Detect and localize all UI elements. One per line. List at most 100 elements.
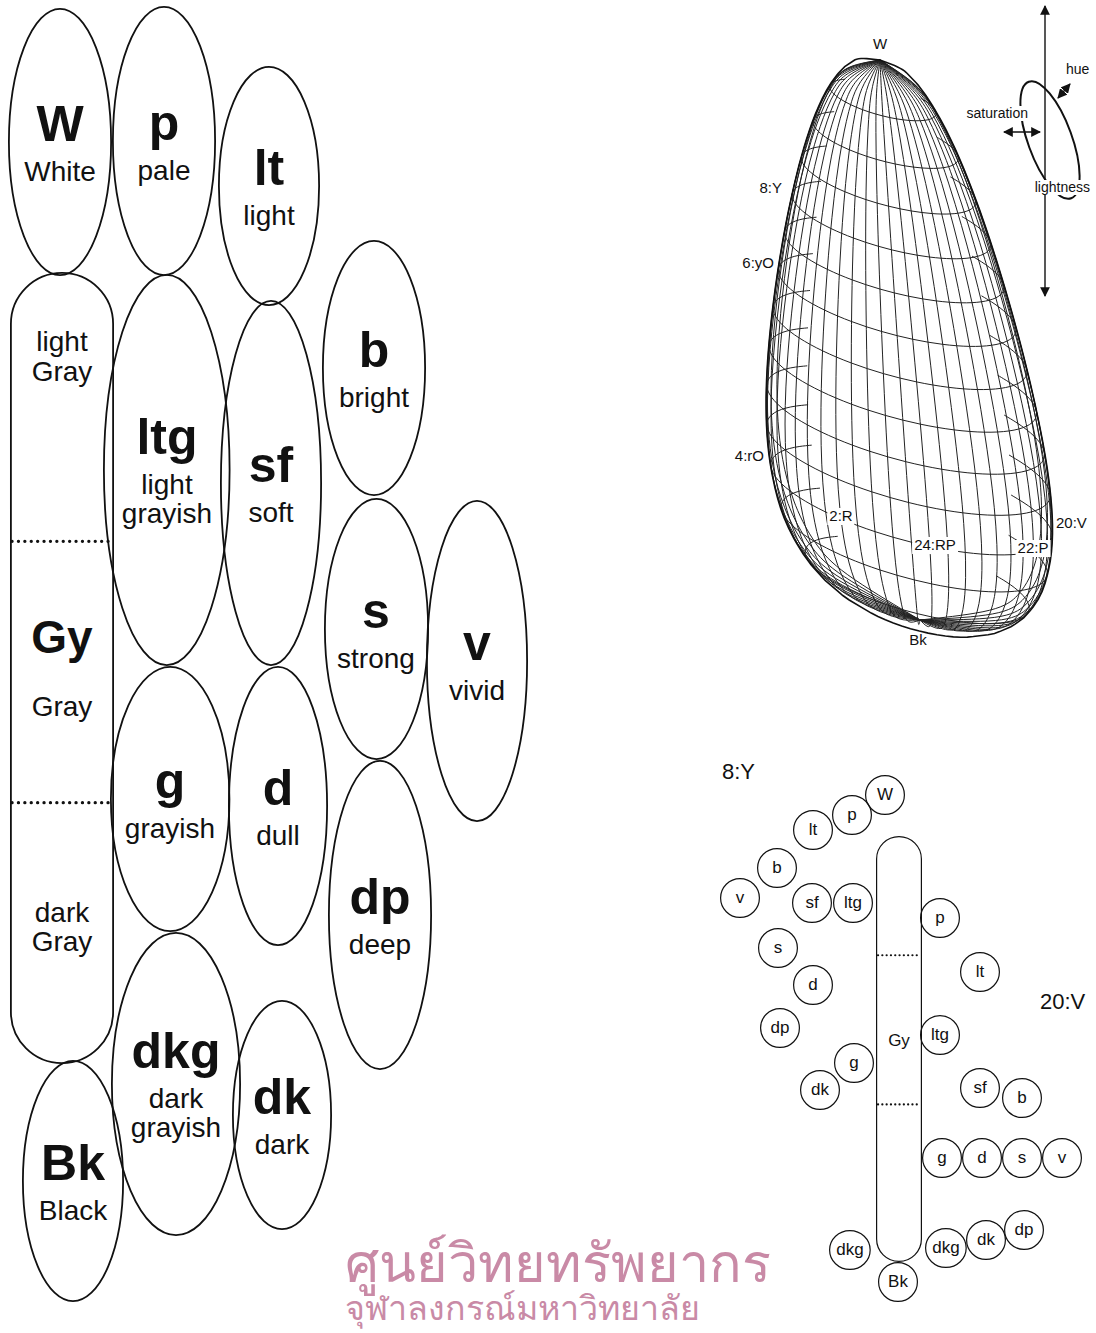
tone-ellipse: Bk: [878, 1262, 918, 1302]
tone-name: Gray: [32, 692, 93, 721]
tone-ellipse: s: [1002, 1138, 1042, 1178]
tone-name: light grayish: [106, 470, 228, 529]
tone-name: d: [977, 1149, 986, 1167]
tone-ellipse: ltglight grayish: [103, 274, 231, 666]
tone-abbreviation: p: [149, 97, 180, 150]
tone-name: dkg: [836, 1241, 863, 1259]
tone-name: s: [1018, 1149, 1027, 1167]
tone-name: grayish: [125, 814, 215, 843]
watermark: จุฬาลงกรณ์มหาวิทยาลัย: [345, 1290, 700, 1327]
tone-name: light: [243, 201, 294, 230]
tone-ellipse: s strong: [324, 498, 429, 760]
tone-ellipse: s: [758, 928, 798, 968]
tone-name: dp: [1015, 1221, 1034, 1239]
hue-label: 6:yO: [742, 255, 774, 272]
tone-name: dark Gray: [32, 898, 93, 957]
axis-label: hue: [1066, 62, 1089, 77]
tone-name: W: [877, 786, 893, 804]
tone-ellipse: dkg dark grayish: [111, 932, 241, 1236]
tone-ellipse: d: [793, 965, 833, 1005]
axis-label: Bk: [909, 632, 927, 649]
tone-ellipse: b: [757, 848, 797, 888]
tone-ellipse: ltg: [920, 1015, 960, 1055]
tone-ellipse: sfsoft: [220, 300, 322, 666]
tone-name: dark grayish: [114, 1084, 238, 1143]
tone-name: ltg: [844, 894, 862, 912]
tone-ellipse: dk: [966, 1220, 1006, 1260]
tone-name: dk: [811, 1081, 829, 1099]
hue-label: 20:V: [1040, 990, 1085, 1014]
tone-name: strong: [337, 644, 415, 673]
hue-label: 2:R: [827, 508, 854, 525]
tone-abbreviation: dk: [253, 1071, 311, 1124]
tone-name: light Gray: [32, 327, 93, 386]
watermark: ศูนย์วิทยทรัพยากร: [345, 1234, 771, 1293]
tone-name: Gy: [888, 1032, 910, 1050]
tone-ellipse: dkg: [925, 1228, 967, 1268]
tone-name: p: [935, 909, 944, 927]
tone-name: sf: [973, 1079, 986, 1097]
tone-name: dkg: [932, 1239, 959, 1257]
tone-abbreviation: lt: [254, 142, 285, 195]
tone-ellipse: b bright: [322, 240, 426, 496]
tone-abbreviation: Bk: [41, 1137, 105, 1190]
tone-ellipse: lt: [960, 952, 1000, 992]
tone-name: Black: [39, 1196, 107, 1225]
tone-name: Bk: [888, 1273, 908, 1291]
tone-name: dk: [977, 1231, 995, 1249]
tone-name: p: [847, 806, 856, 824]
hue-label: 20:V: [1056, 515, 1087, 532]
tone-name: vivid: [449, 676, 505, 705]
tone-name: s: [774, 939, 783, 957]
tone-ellipse: dkg: [829, 1230, 871, 1270]
axis-label: saturation: [965, 106, 1030, 121]
solid-outline: [766, 59, 1052, 638]
solid-mesh: [766, 60, 1052, 631]
hue-label: 8:Y: [722, 760, 755, 784]
tone-ellipse: g: [834, 1043, 874, 1083]
hue-label: 8:Y: [759, 180, 782, 197]
tone-abbreviation: dkg: [132, 1025, 221, 1078]
tone-abbreviation: b: [359, 324, 390, 377]
tone-name: v: [736, 889, 745, 907]
tone-ellipse: p: [920, 898, 960, 938]
tone-ellipse: dp: [760, 1008, 800, 1048]
hue-label: 24:RP: [912, 537, 958, 554]
tone-ellipse: g: [922, 1138, 962, 1178]
tone-name: bright: [339, 383, 409, 412]
tone-ellipse: dk: [800, 1070, 840, 1110]
tone-name: sf: [805, 894, 818, 912]
gray-column: light GrayGyGray dark Gray: [10, 272, 114, 1064]
gray-column: Gy: [876, 836, 922, 1262]
tone-name: b: [772, 859, 781, 877]
hue-label: 4:rO: [735, 448, 764, 465]
tone-name: v: [1058, 1149, 1067, 1167]
tone-ellipse: W White: [8, 8, 112, 276]
tone-name: g: [937, 1149, 946, 1167]
axis-figure: [1004, 6, 1092, 296]
tone-ellipse: dp: [1004, 1210, 1044, 1250]
tone-abbreviation: dp: [349, 871, 410, 924]
tone-abbreviation: sf: [249, 439, 293, 492]
axis-label: W: [873, 36, 887, 53]
tone-ellipse: dk dark: [232, 1000, 332, 1230]
tone-ellipse: BkBlack: [22, 1060, 124, 1302]
tone-name: d: [808, 976, 817, 994]
tone-name: lt: [809, 821, 818, 839]
tone-ellipse: v: [720, 878, 760, 918]
tone-name: Gy: [31, 613, 92, 661]
tone-ellipse: ggrayish: [110, 666, 230, 932]
tone-abbreviation: s: [362, 585, 390, 638]
tone-ellipse: p: [832, 795, 872, 835]
tone-abbreviation: W: [36, 98, 83, 151]
tone-ellipse: d: [962, 1138, 1002, 1178]
tone-ellipse: b: [1002, 1078, 1042, 1118]
tone-ellipse: ddull: [228, 666, 328, 946]
tone-abbreviation: d: [263, 762, 294, 815]
tone-name: White: [24, 157, 96, 186]
tone-ellipse: lt light: [218, 66, 320, 306]
tone-name: dark: [255, 1130, 309, 1159]
tone-ellipse: lt: [793, 810, 833, 850]
axis-label: lightness: [1033, 180, 1092, 195]
tone-name: b: [1017, 1089, 1026, 1107]
